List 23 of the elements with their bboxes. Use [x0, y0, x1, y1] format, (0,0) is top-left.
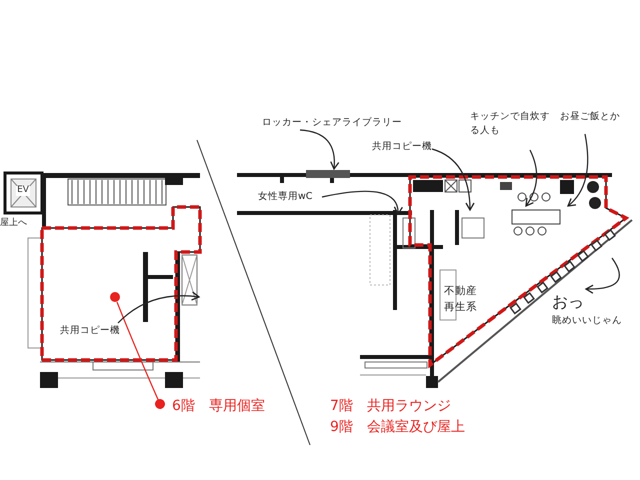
arrow [118, 292, 200, 324]
locker-shelf [306, 170, 350, 178]
annotation-text: 眺めいいじゃん [552, 314, 623, 328]
leader-line [116, 302, 165, 409]
annotation-text: 共用コピー機 [372, 140, 442, 154]
arrow [585, 258, 620, 294]
arrow [322, 190, 402, 215]
annotation-text: 共用コピー機 [60, 324, 122, 338]
room-label: 不動産再生系 [444, 284, 478, 315]
floor-label: 7階 共用ラウンジ [330, 397, 452, 416]
floor-label: 6階 専用個室 [172, 396, 292, 417]
annotation-text: おっ [552, 291, 585, 313]
annotation-text: キッチンで自炊する人も [470, 110, 552, 138]
arrow [567, 134, 588, 207]
arrow [432, 148, 474, 211]
elevator-label: EV [16, 186, 30, 196]
floor-label: 9階 会議室及び屋上 [330, 418, 466, 437]
annotation-text: 女性専用wC [258, 190, 320, 204]
arrow [300, 129, 340, 170]
arrow [525, 150, 538, 207]
location-dot [110, 292, 120, 302]
annotation-text: お昼ご飯とか [560, 110, 638, 124]
annotation-text: ロッカー・シェアライブラリー [262, 116, 412, 130]
